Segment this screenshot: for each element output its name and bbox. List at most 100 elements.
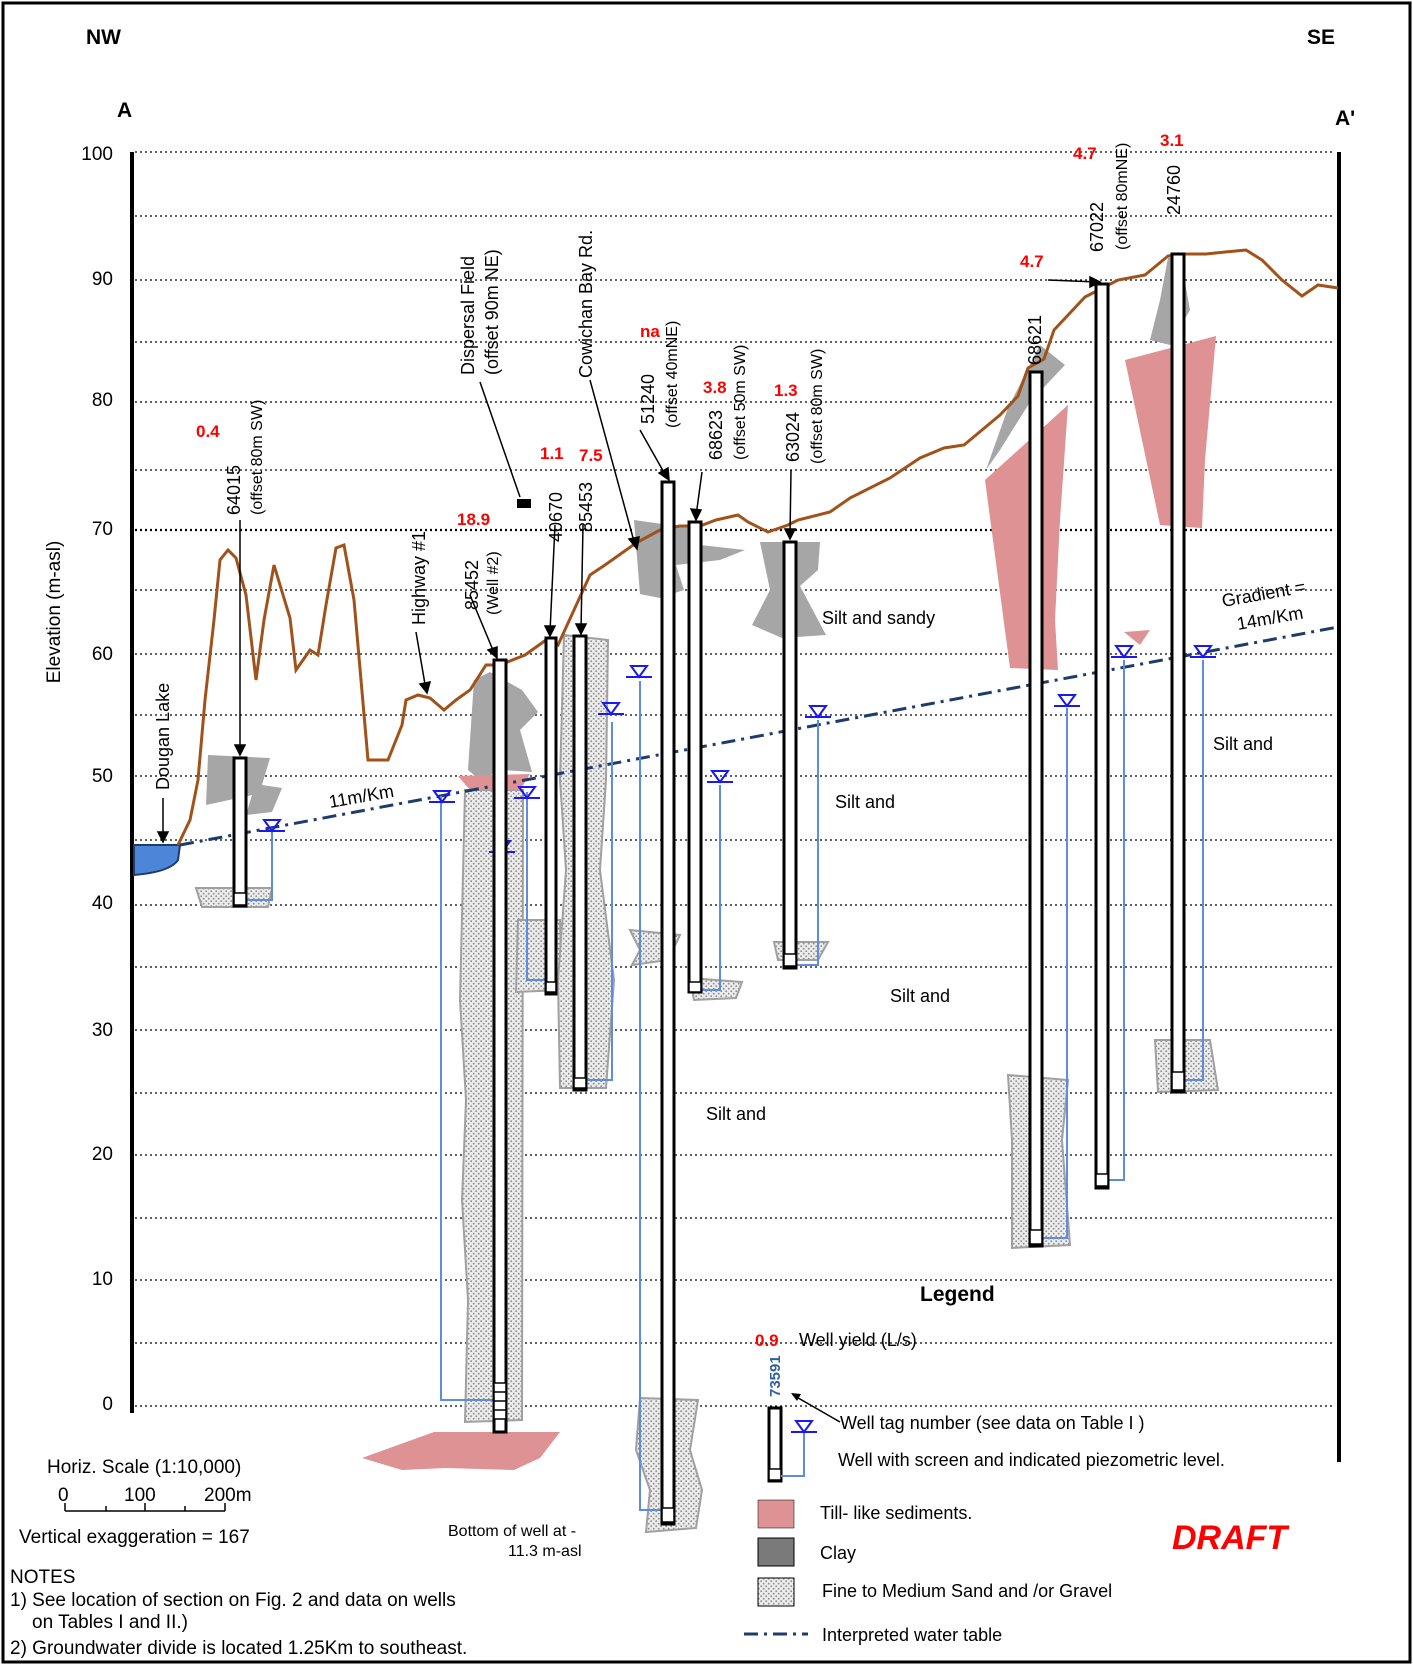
well-offset-label: (offset 80m SW) xyxy=(809,349,826,464)
well-screens xyxy=(233,892,1185,1523)
y-tick: 90 xyxy=(92,269,113,290)
legend-yield-value: 0.9 xyxy=(755,1331,779,1350)
unit-label: Silt and sandy xyxy=(822,608,935,628)
well-screen xyxy=(661,1507,675,1523)
well-casing xyxy=(544,636,558,996)
y-tick: 60 xyxy=(92,644,113,665)
legend-yield-label: Well yield (L/s) xyxy=(799,1330,917,1350)
scale-tick: 0 xyxy=(58,1485,69,1506)
yield-labels: 0.4 18.9 1.1 7.5 na 3.8 1.3 4.7 4.7 3.1 xyxy=(196,131,1184,529)
ground-surface xyxy=(176,248,1339,846)
bottom-note-line2: 11.3 m-asl xyxy=(508,1543,582,1560)
dispersal-field-label: Dispersal Field xyxy=(458,256,478,375)
well-tag-label: 85452 xyxy=(462,560,482,610)
well-casing xyxy=(1094,282,1110,1190)
cowichan-bay-road-label: Cowichan Bay Rd. xyxy=(576,230,596,378)
well-casings xyxy=(232,252,1186,1526)
legend-tag-label: Well tag number (see data on Table I ) xyxy=(840,1413,1145,1433)
scale-title: Horiz. Scale (1:10,000) xyxy=(47,1457,241,1478)
legend-title: Legend xyxy=(920,1283,995,1306)
well-offset-label: (offset 80mNE) xyxy=(1114,143,1131,250)
piezo-symbol xyxy=(1111,645,1137,659)
yield-label: na xyxy=(640,322,660,341)
well-screen xyxy=(688,981,702,993)
sand-body xyxy=(458,789,525,1424)
yield-label: 4.7 xyxy=(1073,144,1097,163)
y-tick: 30 xyxy=(92,1020,113,1041)
legend-clay-label: Clay xyxy=(820,1543,856,1563)
well-casing xyxy=(660,480,676,1526)
unit-label: Silt and xyxy=(706,1104,766,1124)
y-tick: 10 xyxy=(92,1269,113,1290)
well-tag-label: 63024 xyxy=(783,412,803,462)
well-tag-label: 68623 xyxy=(706,410,726,460)
y-tick-labels: 100 90 80 70 60 50 40 30 20 10 0 xyxy=(81,144,113,1415)
yield-label: 1.1 xyxy=(540,444,564,463)
well-offset-label: (offset 80m SW) xyxy=(249,400,266,515)
till-body xyxy=(985,405,1068,670)
well-casing xyxy=(1028,370,1044,1248)
well-tag-label: 68621 xyxy=(1025,315,1045,365)
well-tag-label: 85453 xyxy=(576,482,596,532)
unit-label: Silt and xyxy=(1213,734,1273,754)
note-1: 1) See location of section on Fig. 2 and… xyxy=(10,1590,456,1611)
legend-well-casing xyxy=(767,1406,783,1483)
y-tick: 50 xyxy=(92,766,113,787)
dispersal-offset-label: (offset 90m NE) xyxy=(482,249,502,375)
yield-label: 0.4 xyxy=(196,422,220,441)
well-tag-label: 67022 xyxy=(1087,202,1107,252)
legend-water-table-label: Interpreted water table xyxy=(822,1625,1002,1645)
gridlines xyxy=(135,151,1335,1407)
well-screen xyxy=(1171,1071,1185,1091)
yield-label: 4.7 xyxy=(1020,252,1044,271)
unit-label: Silt and xyxy=(890,986,950,1006)
well-casing xyxy=(782,540,798,970)
y-tick: 0 xyxy=(102,1394,113,1415)
yield-label: 18.9 xyxy=(457,510,490,529)
direction-nw: NW xyxy=(86,26,121,49)
notes-title: NOTES xyxy=(10,1567,75,1588)
y-tick: 70 xyxy=(92,519,113,540)
legend-well-screen xyxy=(768,1468,782,1481)
y-tick: 40 xyxy=(92,893,113,914)
yield-label: 1.3 xyxy=(774,381,798,400)
well-tag-label: 64015 xyxy=(224,465,244,515)
gradient-right-value: 14m/Km xyxy=(1235,603,1304,634)
horizontal-scale: Horiz. Scale (1:10,000) 0 100 200m Verti… xyxy=(19,1457,252,1548)
bottom-note-line1: Bottom of well at - xyxy=(448,1523,576,1540)
piezo-symbol xyxy=(707,770,733,784)
piezo-symbol xyxy=(1190,645,1216,659)
dougan-lake xyxy=(133,844,182,877)
piezo-symbol xyxy=(514,786,540,800)
well-tag-label: 51240 xyxy=(638,374,658,424)
legend-tag-example: 73591 xyxy=(767,1355,784,1397)
legend: Legend 0.9 Well yield (L/s) 73591 Well t… xyxy=(744,1283,1225,1645)
yield-label: 7.5 xyxy=(579,446,603,465)
dougan-lake-label: Dougan Lake xyxy=(153,683,173,790)
sand-body xyxy=(772,941,830,961)
sand-body xyxy=(1153,1039,1220,1094)
section-point-a-prime: A' xyxy=(1335,107,1355,130)
water-table-line xyxy=(179,625,1339,847)
sand-bodies xyxy=(194,633,1220,1534)
note-1-cont: on Tables I and II.) xyxy=(32,1612,188,1633)
direction-se: SE xyxy=(1307,26,1335,49)
scale-tick: 100 xyxy=(124,1485,156,1506)
highway-label: Highway #1 xyxy=(409,531,429,625)
draft-stamp: DRAFT xyxy=(1172,1519,1290,1557)
well-screen xyxy=(233,892,247,906)
well-screen xyxy=(783,953,797,967)
piezo-symbol xyxy=(1054,694,1080,708)
till-body xyxy=(1124,630,1150,645)
piezo-symbol xyxy=(805,705,831,719)
well-offset-label: (offset 50m SW) xyxy=(732,345,749,460)
unit-label: Silt and xyxy=(835,792,895,812)
note-2: 2) Groundwater divide is located 1.25Km … xyxy=(10,1638,467,1659)
leader-arrows xyxy=(156,275,1102,844)
y-tick: 20 xyxy=(92,1144,113,1165)
scale-tick: 200m xyxy=(204,1485,252,1506)
piezo-symbol xyxy=(598,702,624,716)
